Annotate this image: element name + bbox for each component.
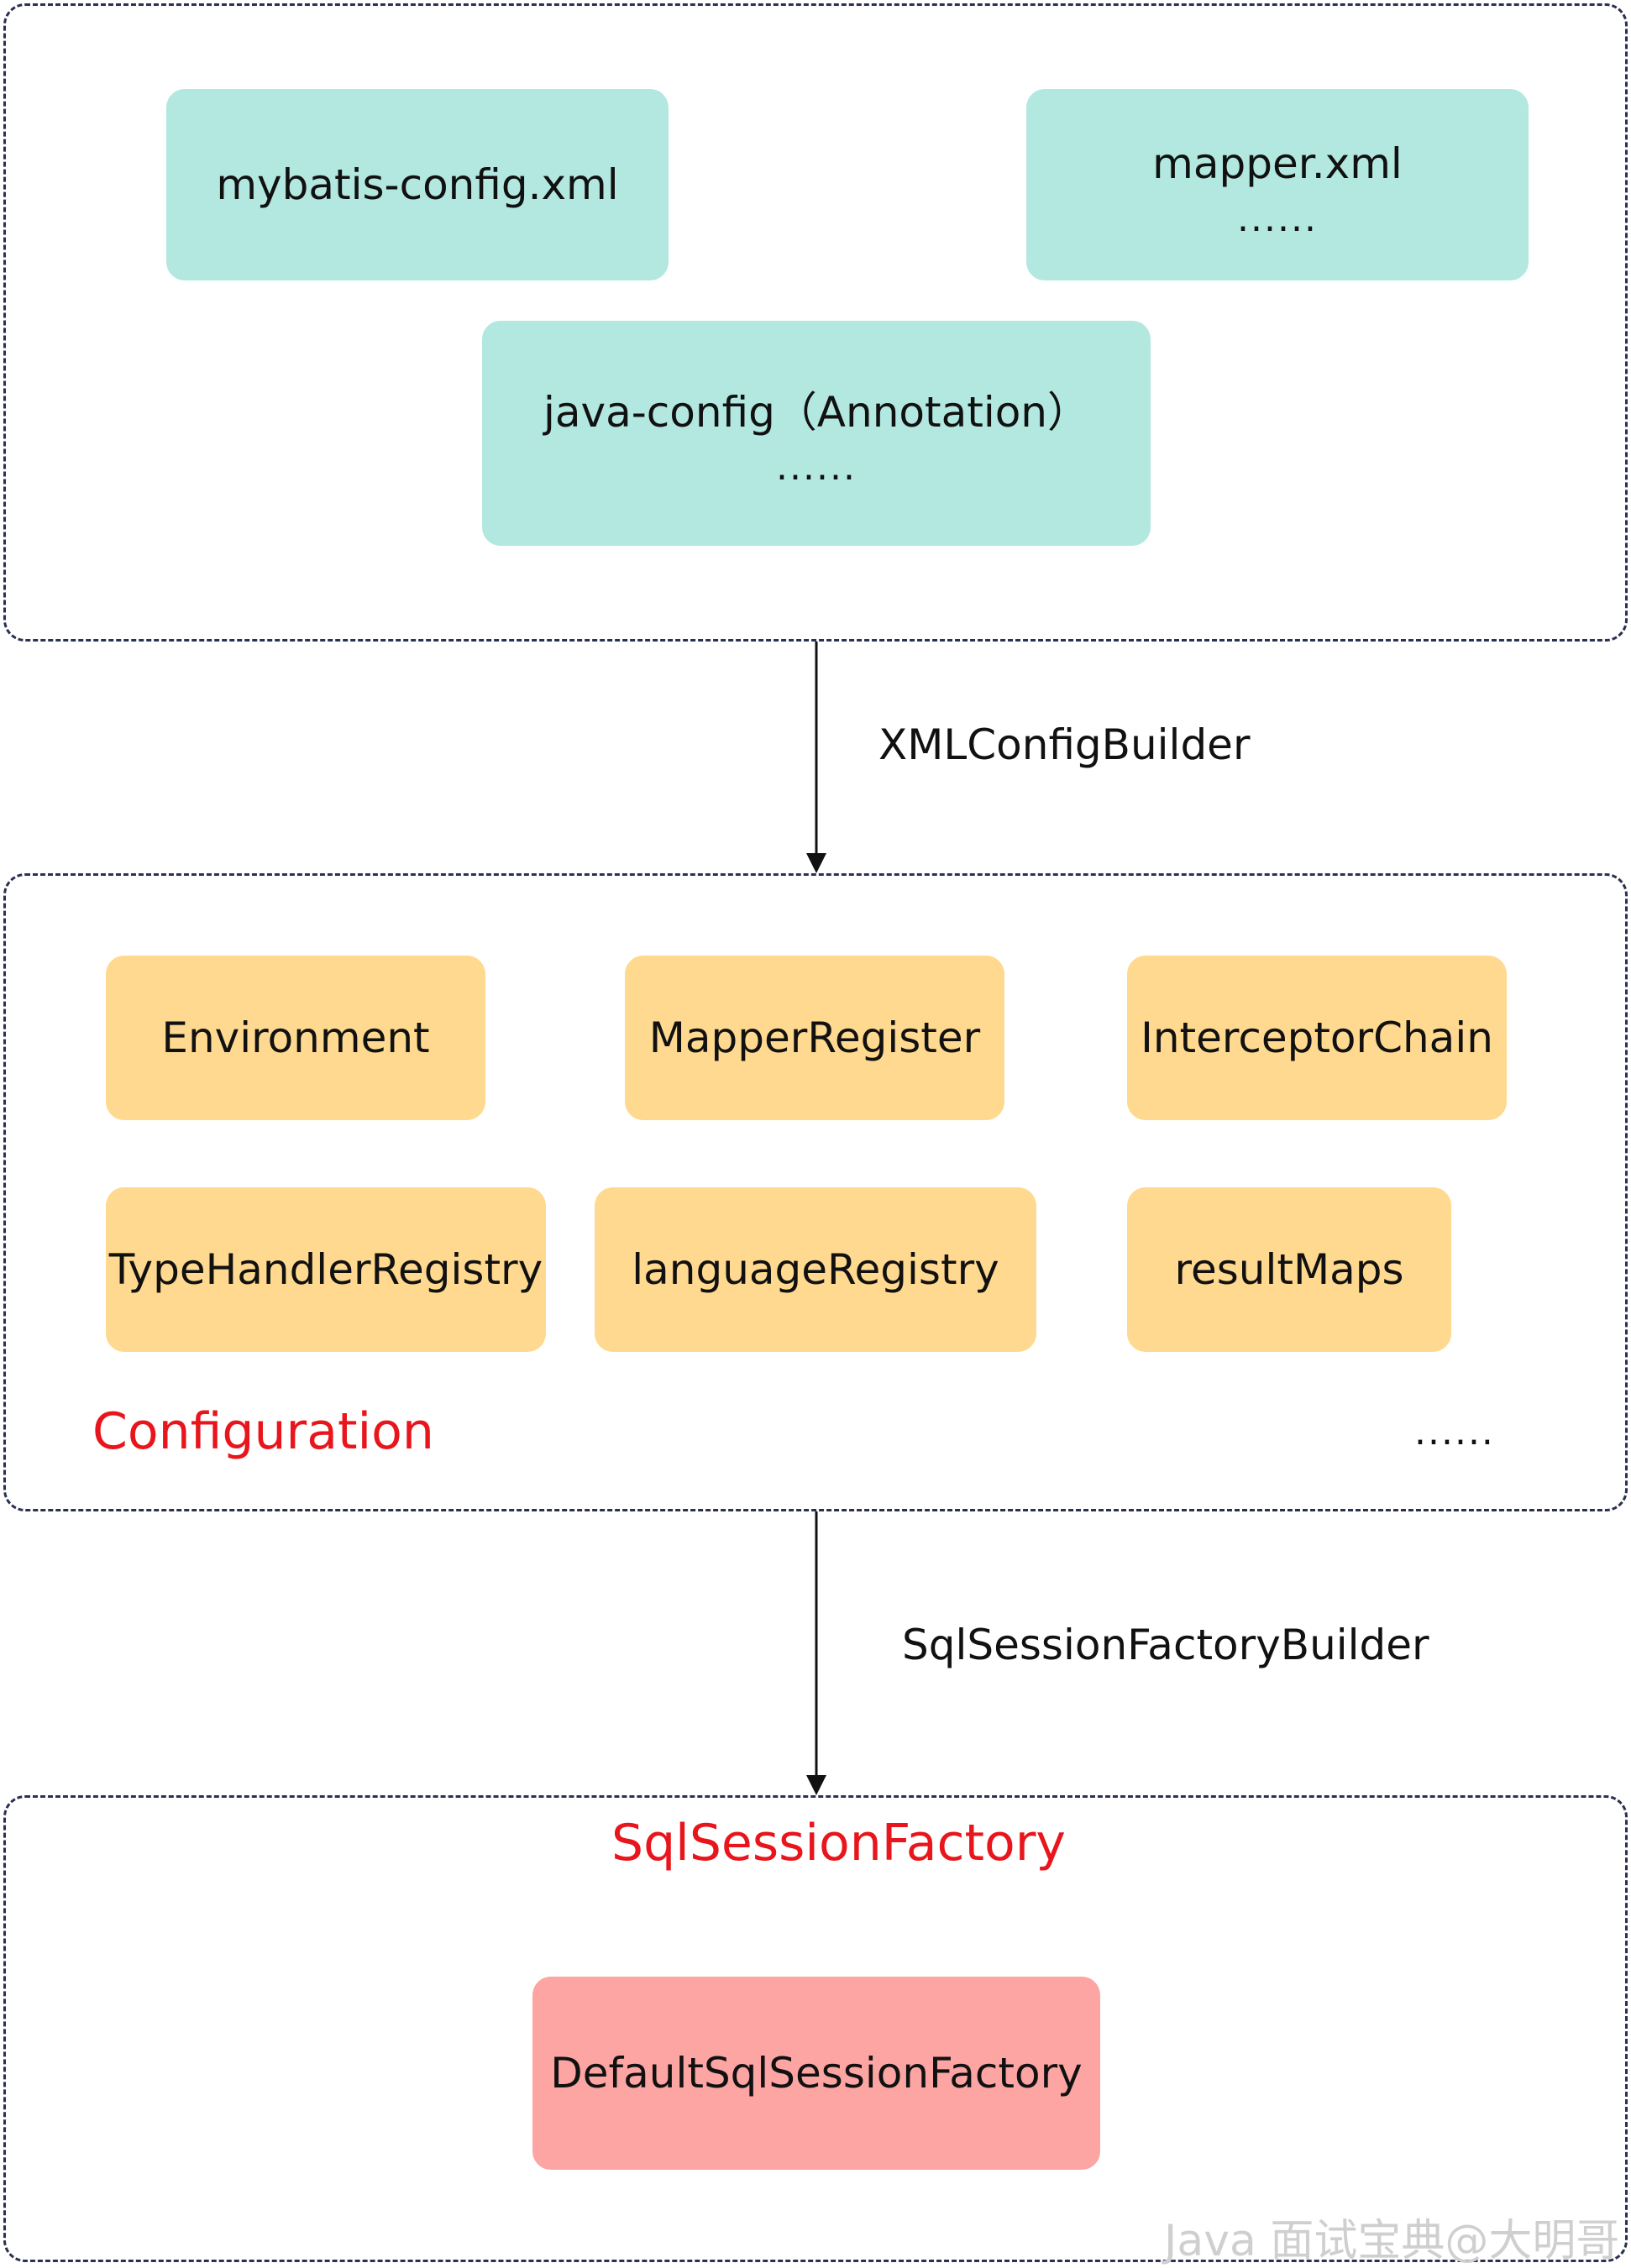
java-config-ellipsis: ...... [776,445,857,489]
configuration-ellipsis: ...... [1414,1411,1495,1454]
type-handler-registry-box: TypeHandlerRegistry [106,1187,546,1352]
factory-title: SqlSessionFactory [611,1814,1066,1873]
mapper-register-box: MapperRegister [625,956,1004,1120]
mybatis-config-label: mybatis-config.xml [216,160,619,209]
watermark: Java 面试宝典@大明哥 [1164,2216,1620,2266]
sources-group [3,3,1628,642]
mapper-xml-box: mapper.xml ...... [1026,89,1529,280]
mapper-xml-ellipsis: ...... [1237,196,1318,240]
default-factory-label: DefaultSqlSessionFactory [550,2048,1083,2098]
xml-builder-arrow [806,642,826,873]
result-maps-label: resultMaps [1174,1244,1404,1294]
configuration-group [3,873,1628,1511]
mybatis-config-box: mybatis-config.xml [166,89,669,280]
factory-builder-arrow [806,1511,826,1795]
java-config-box: java-config（Annotation） ...... [482,321,1151,546]
configuration-title: Configuration [92,1402,434,1461]
factory-builder-label: SqlSessionFactoryBuilder [902,1621,1429,1669]
type-handler-registry-label: TypeHandlerRegistry [108,1244,543,1294]
default-factory-box: DefaultSqlSessionFactory [532,1977,1100,2170]
environment-label: Environment [161,1013,430,1062]
mapper-register-label: MapperRegister [648,1013,981,1062]
mapper-xml-label: mapper.xml [1152,139,1403,188]
environment-box: Environment [106,956,485,1120]
xml-builder-label: XMLConfigBuilder [878,720,1251,769]
language-registry-label: languageRegistry [632,1244,999,1294]
factory-group [3,1795,1628,2262]
result-maps-box: resultMaps [1127,1187,1451,1352]
language-registry-box: languageRegistry [595,1187,1036,1352]
java-config-label: java-config（Annotation） [543,387,1089,437]
interceptor-chain-box: InterceptorChain [1127,956,1507,1120]
interceptor-chain-label: InterceptorChain [1141,1013,1493,1062]
